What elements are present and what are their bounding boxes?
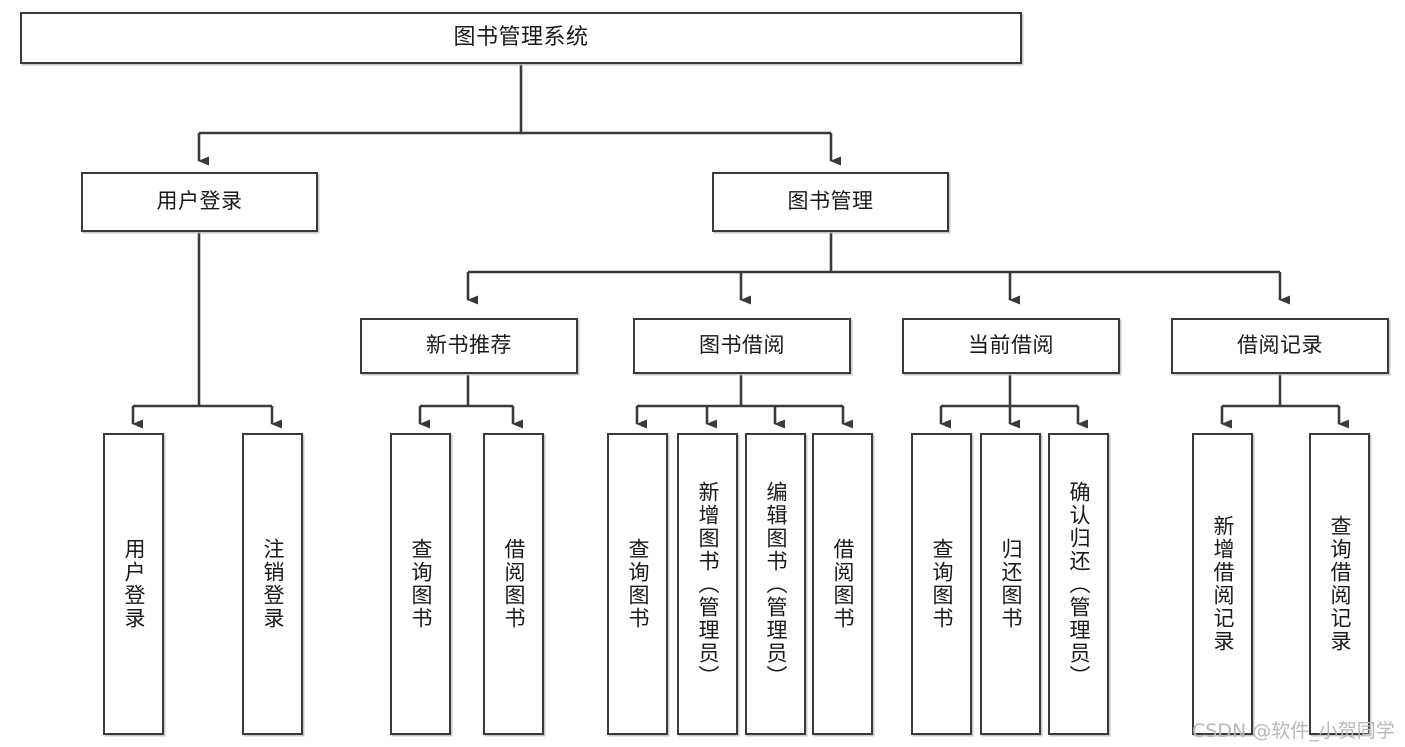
node-leaf-return-book[interactable]: 归还图书: [980, 433, 1041, 735]
node-leaf-logout[interactable]: 注销登录: [242, 433, 303, 735]
node-leaf-logout-label: 注销登录: [260, 538, 285, 630]
node-leaf-borrow-book-2-label: 借阅图书: [830, 538, 855, 630]
node-leaf-borrow-book-2[interactable]: 借阅图书: [812, 433, 873, 735]
node-leaf-query-record[interactable]: 查询借阅记录: [1309, 433, 1370, 735]
watermark: CSDN @软件_小贺同学: [1192, 720, 1395, 742]
node-book-borrow[interactable]: 图书借阅: [633, 318, 851, 374]
node-leaf-confirm-return-label: 确认归还（管理员）: [1066, 480, 1091, 688]
node-leaf-user-login-label: 用户登录: [121, 538, 146, 630]
node-leaf-return-book-label: 归还图书: [998, 538, 1023, 630]
node-leaf-borrow-book-1-label: 借阅图书: [501, 538, 526, 630]
node-leaf-query-book-1-label: 查询图书: [408, 538, 433, 630]
node-root-label: 图书管理系统: [453, 24, 589, 50]
node-book-manage[interactable]: 图书管理: [712, 172, 949, 232]
node-leaf-add-record-label: 新增借阅记录: [1210, 515, 1235, 653]
node-leaf-add-book[interactable]: 新增图书（管理员）: [677, 433, 738, 735]
node-borrow-record[interactable]: 借阅记录: [1171, 318, 1389, 374]
node-leaf-edit-book[interactable]: 编辑图书（管理员）: [745, 433, 806, 735]
node-leaf-edit-book-label: 编辑图书（管理员）: [763, 480, 788, 688]
node-book-borrow-label: 图书借阅: [699, 333, 785, 358]
node-leaf-borrow-book-1[interactable]: 借阅图书: [483, 433, 544, 735]
node-current-borrow-label: 当前借阅: [968, 333, 1054, 358]
node-leaf-query-book-2-label: 查询图书: [625, 538, 650, 630]
node-leaf-query-book-2[interactable]: 查询图书: [607, 433, 668, 735]
node-leaf-user-login[interactable]: 用户登录: [103, 433, 164, 735]
node-leaf-confirm-return[interactable]: 确认归还（管理员）: [1048, 433, 1109, 735]
node-current-borrow[interactable]: 当前借阅: [902, 318, 1120, 374]
node-new-book-recommend-label: 新书推荐: [426, 333, 512, 358]
node-user-login-label: 用户登录: [156, 189, 243, 214]
node-new-book-recommend[interactable]: 新书推荐: [360, 318, 578, 374]
node-leaf-query-record-label: 查询借阅记录: [1327, 515, 1352, 653]
node-leaf-query-book-3-label: 查询图书: [929, 538, 954, 630]
node-leaf-query-book-3[interactable]: 查询图书: [911, 433, 972, 735]
node-book-manage-label: 图书管理: [787, 189, 874, 214]
node-root[interactable]: 图书管理系统: [20, 12, 1022, 64]
node-user-login[interactable]: 用户登录: [81, 172, 318, 232]
node-leaf-query-book-1[interactable]: 查询图书: [390, 433, 451, 735]
node-borrow-record-label: 借阅记录: [1237, 333, 1323, 358]
node-leaf-add-record[interactable]: 新增借阅记录: [1192, 433, 1253, 735]
node-leaf-add-book-label: 新增图书（管理员）: [695, 480, 720, 688]
